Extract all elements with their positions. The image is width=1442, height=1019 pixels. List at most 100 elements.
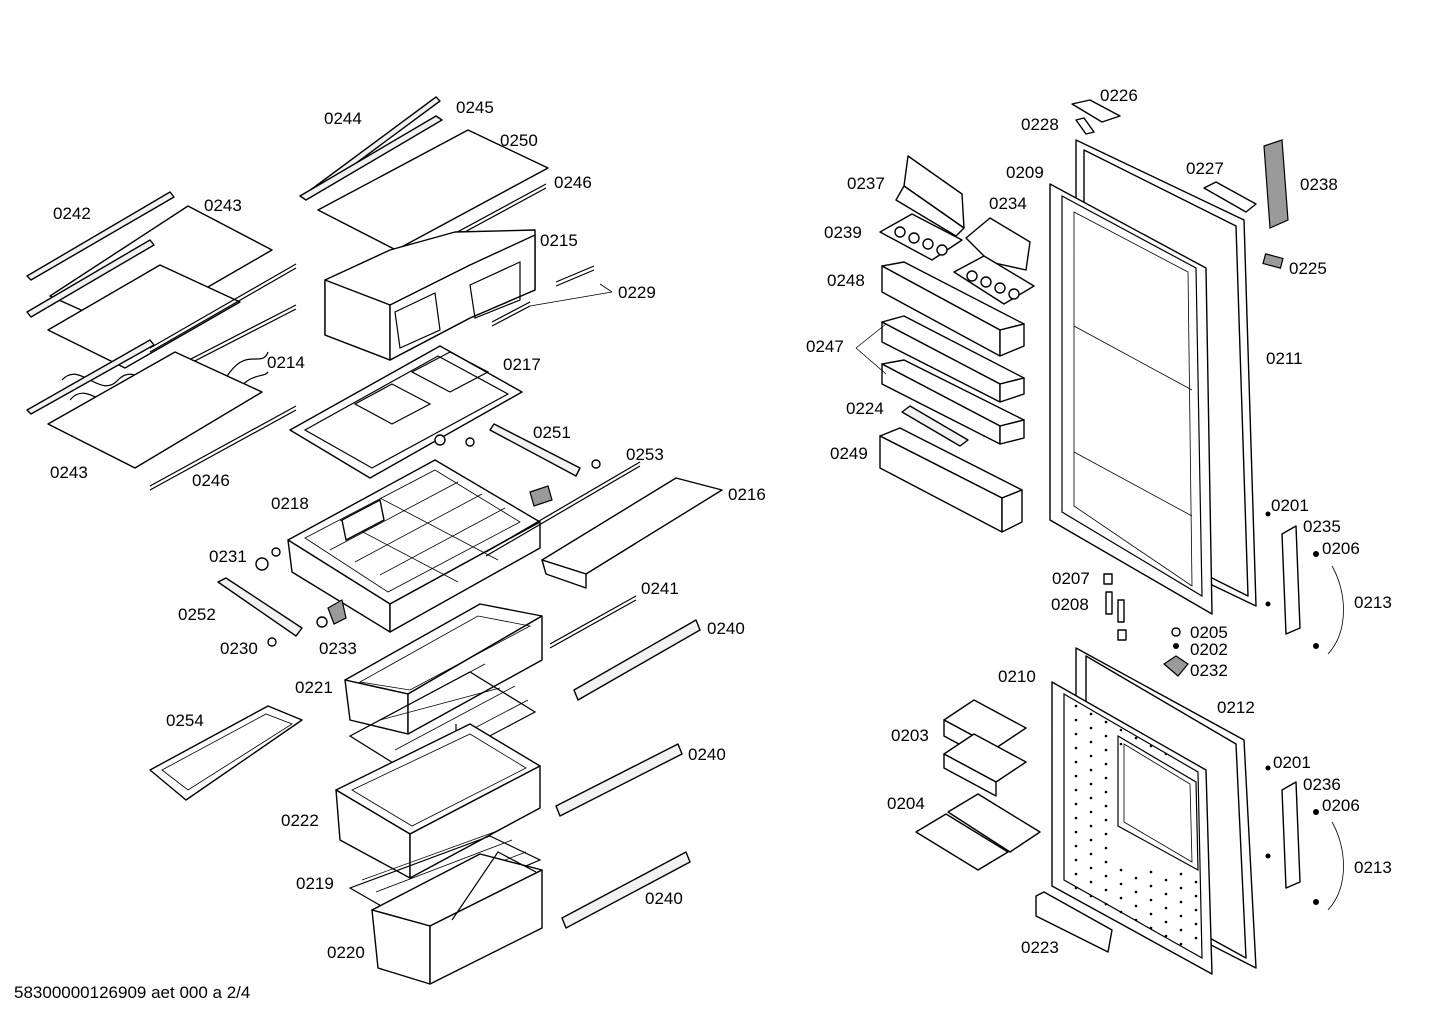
label-0206: 0206 [1322, 539, 1360, 558]
label-0201-b: 0201 [1273, 753, 1311, 772]
handle-0236 [1265, 765, 1344, 911]
part-0224 [901, 405, 969, 447]
liner-dot [1134, 904, 1138, 908]
liner-dot [1104, 860, 1108, 864]
liner-dot [1149, 912, 1153, 916]
drawer-0220 [371, 851, 543, 985]
document-id-footer: 58300000126909 aet 000 a 2/4 [14, 983, 250, 1002]
liner-dot [1074, 830, 1078, 834]
liner-dot [1134, 918, 1138, 922]
label-0238: 0238 [1300, 175, 1338, 194]
part-labels: 0244 0245 0250 0246 0242 0243 0215 0229 … [50, 86, 1392, 962]
rail-0240-c [561, 851, 691, 929]
liner-dot [1119, 896, 1123, 900]
label-0240: 0240 [707, 619, 745, 638]
liner-dot [1104, 790, 1108, 794]
liner-dot [1074, 760, 1078, 764]
label-0231: 0231 [209, 547, 247, 566]
label-0243-b: 0243 [50, 463, 88, 482]
liner-dot [1104, 748, 1108, 752]
rail-0245 [299, 115, 443, 201]
dot-grid [1074, 704, 1198, 946]
liner-dot [1149, 744, 1153, 748]
handle-0235 [1265, 511, 1344, 655]
shelf-stack-left [26, 191, 297, 491]
liner-dot [1074, 844, 1078, 848]
liner-dot [1104, 776, 1108, 780]
lower-gasket-0210 [1051, 681, 1213, 975]
liner-dot [1074, 732, 1078, 736]
label-0206-b: 0206 [1322, 796, 1360, 815]
label-0207: 0207 [1052, 569, 1090, 588]
liner-dot [1179, 886, 1183, 890]
liner-dot [1089, 894, 1093, 898]
label-0210: 0210 [998, 667, 1036, 686]
liner-dot [1074, 704, 1078, 708]
front-panel-0216 [541, 477, 723, 575]
liner-dot [1104, 846, 1108, 850]
egg-tray-2 [953, 255, 1035, 305]
part-0233 [316, 616, 328, 628]
label-0221: 0221 [295, 678, 333, 697]
label-0236: 0236 [1303, 775, 1341, 794]
liner-dot [1089, 768, 1093, 772]
liner-dot [1089, 712, 1093, 716]
egg-tray-0239 [879, 213, 963, 261]
liner-dot [1194, 880, 1198, 884]
liner-dot [1104, 818, 1108, 822]
label-0237: 0237 [847, 174, 885, 193]
label-0224: 0224 [846, 399, 884, 418]
liner-dot [1119, 882, 1123, 886]
label-0240-b: 0240 [688, 745, 726, 764]
liner-dot [1134, 736, 1138, 740]
liner-dot [1074, 858, 1078, 862]
label-0235: 0235 [1303, 517, 1341, 536]
liner-dot [1104, 902, 1108, 906]
label-0249: 0249 [830, 444, 868, 463]
rail-0241 [549, 595, 637, 645]
part-0230 [267, 637, 277, 647]
label-0222: 0222 [281, 811, 319, 830]
liner-dot [1089, 782, 1093, 786]
label-0253: 0253 [626, 445, 664, 464]
label-0217: 0217 [503, 355, 541, 374]
liner-dot [1104, 720, 1108, 724]
door-bin-0248 [881, 261, 1025, 357]
liner-dot [1164, 920, 1168, 924]
liner-dot [1164, 878, 1168, 882]
left-assembly [26, 96, 723, 985]
liner-dot [1164, 892, 1168, 896]
liner-dot [1179, 928, 1183, 932]
label-0251: 0251 [533, 423, 571, 442]
label-0218: 0218 [271, 494, 309, 513]
liner-dot [1074, 816, 1078, 820]
cover-frame-0217 [289, 345, 523, 479]
part-0231 [255, 557, 269, 571]
part-0207 [1103, 573, 1113, 585]
tray-0254 [149, 705, 303, 801]
liner-dot [1074, 746, 1078, 750]
label-0201: 0201 [1271, 496, 1309, 515]
right-assembly [855, 99, 1344, 975]
ice-pack-0203 [943, 699, 1027, 797]
part-0228 [1075, 117, 1095, 135]
label-0247: 0247 [806, 337, 844, 356]
hinge-cover-0226 [1071, 99, 1121, 123]
label-0246: 0246 [554, 173, 592, 192]
liner-dot [1164, 752, 1168, 756]
drawer-0221 [344, 603, 543, 735]
label-0204: 0204 [887, 794, 925, 813]
label-0209: 0209 [1006, 163, 1044, 182]
liner-dot [1104, 804, 1108, 808]
door-bin-0249 [879, 427, 1023, 533]
label-0208: 0208 [1051, 595, 1089, 614]
liner-dot [1074, 788, 1078, 792]
liner-dot [1134, 876, 1138, 880]
label-0212: 0212 [1217, 698, 1255, 717]
drawer-0222 [335, 723, 541, 879]
part-0225 [1262, 253, 1284, 269]
liner-dot [1104, 874, 1108, 878]
liner-dot [1104, 734, 1108, 738]
door-bin-0247b [881, 359, 1025, 445]
label-0213: 0213 [1354, 593, 1392, 612]
